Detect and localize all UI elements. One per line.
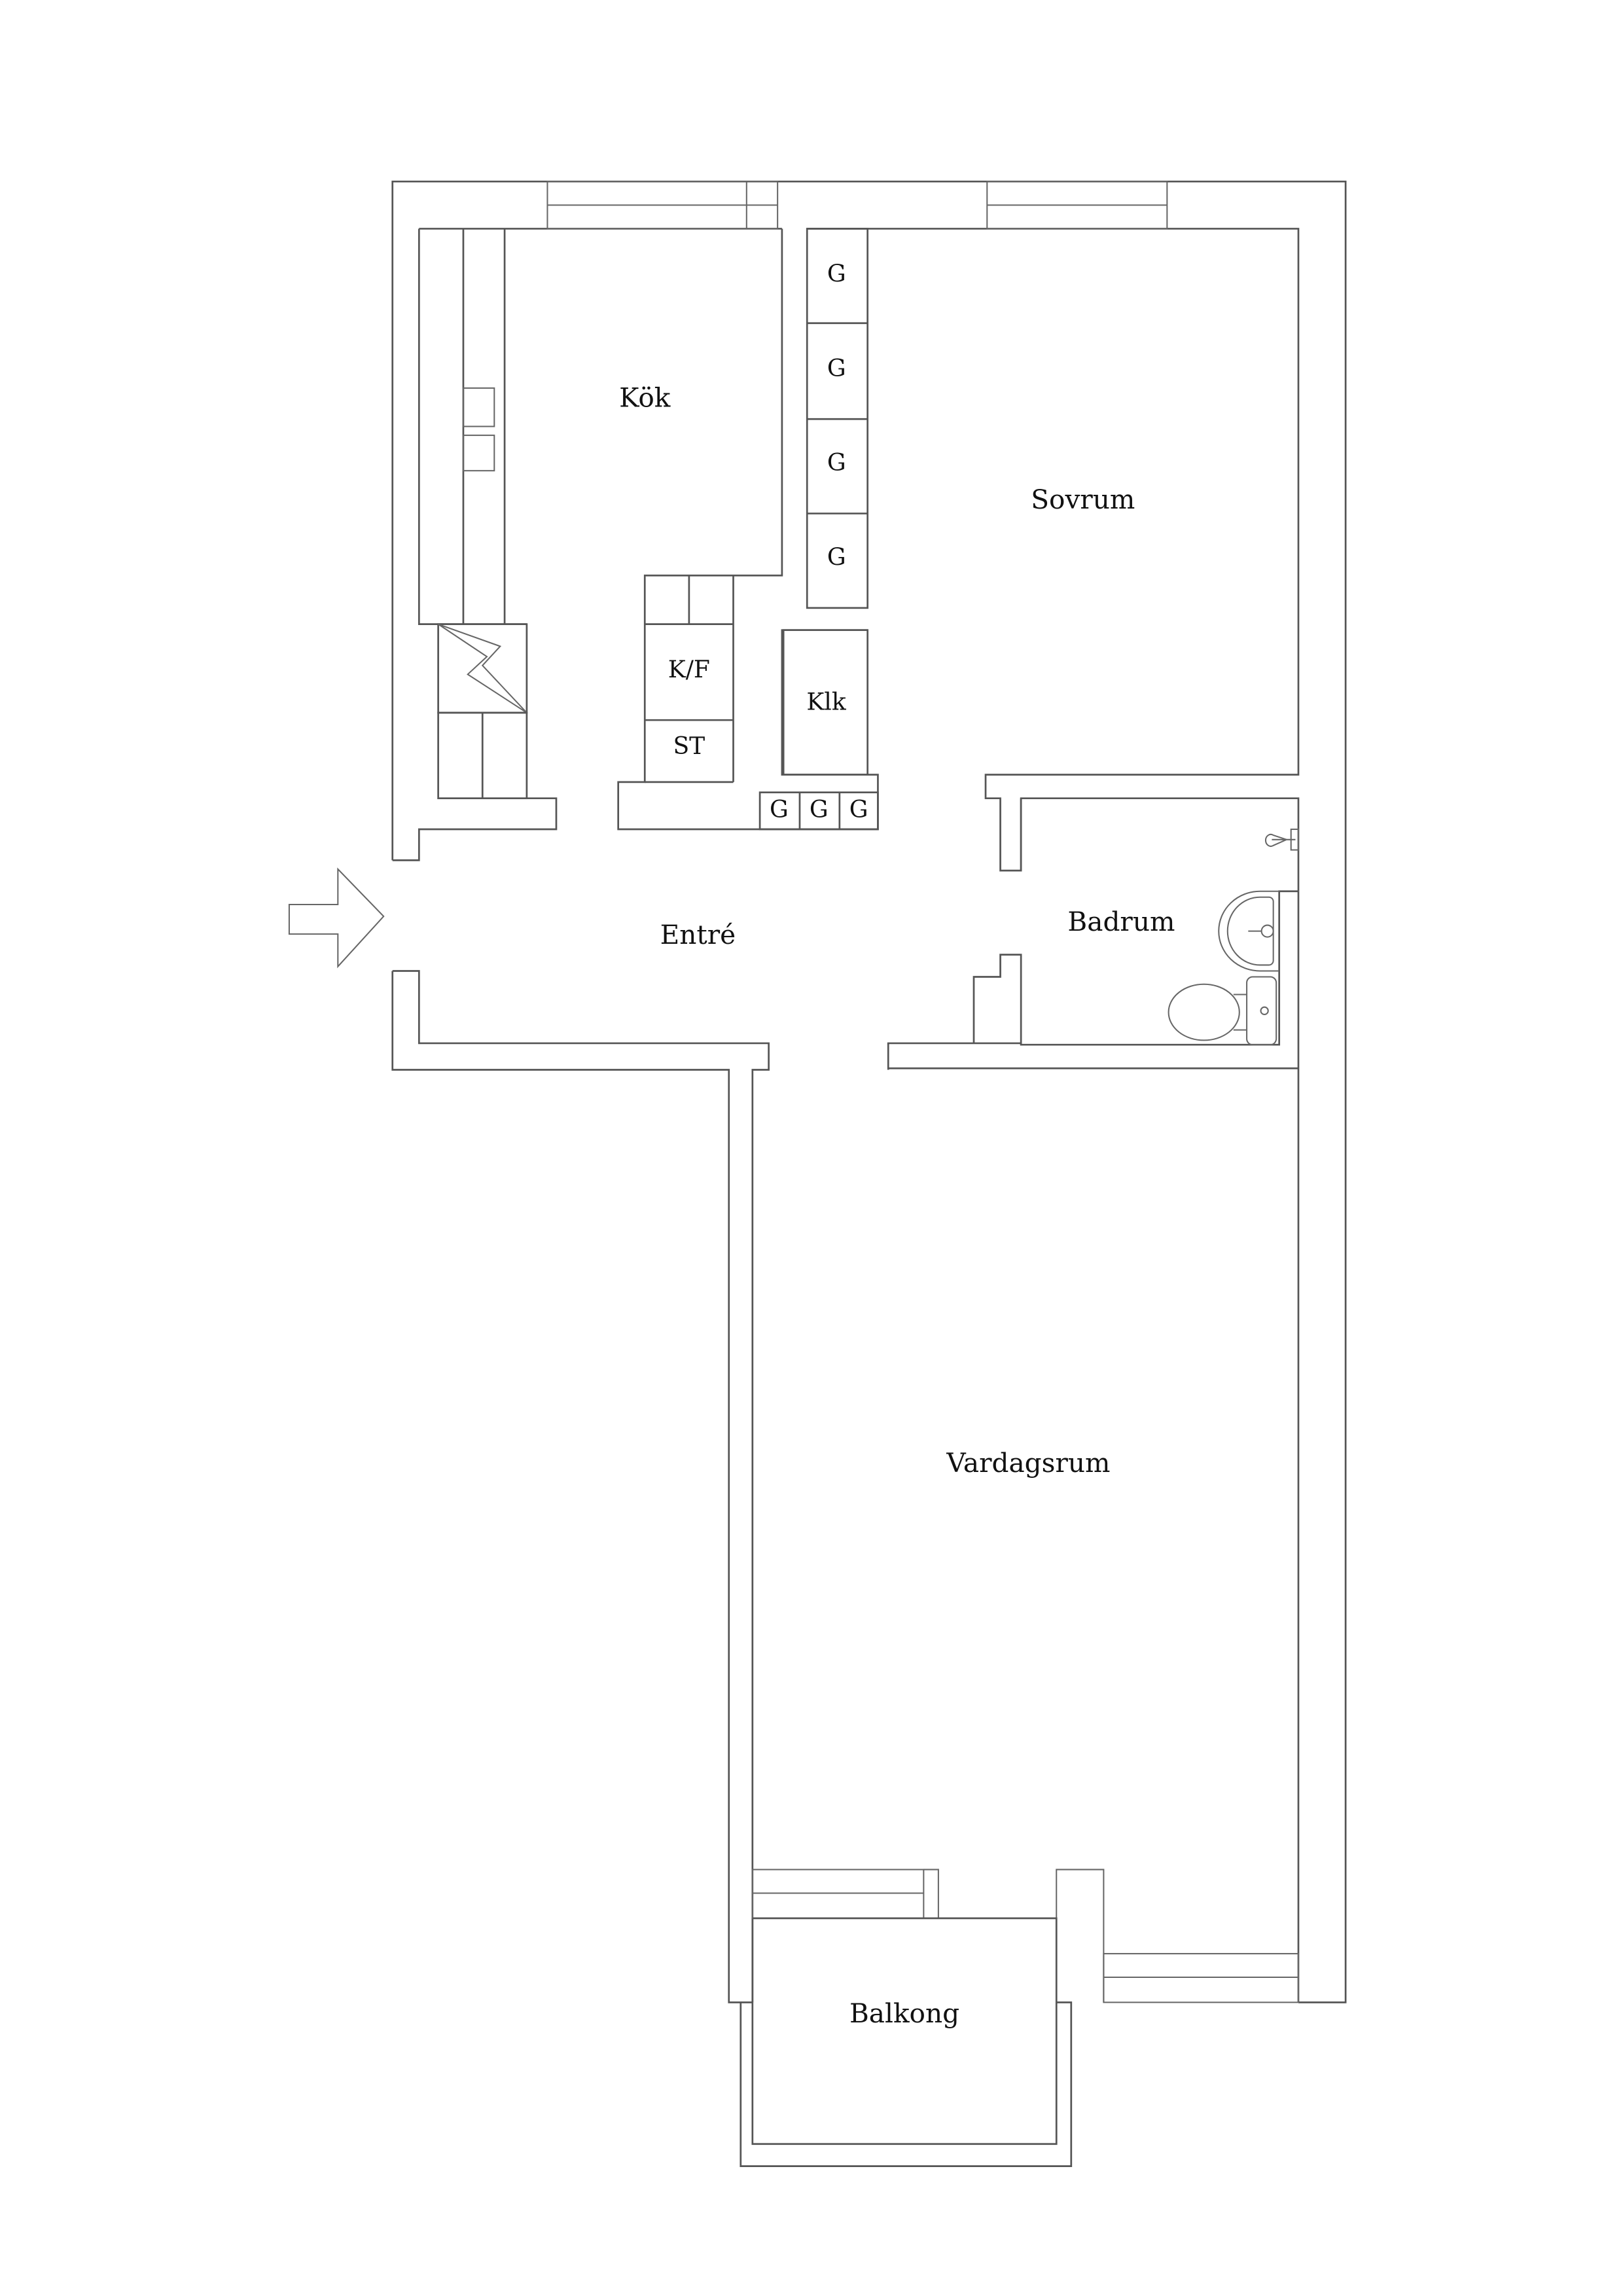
balcony: [740, 1917, 1073, 2167]
entrance-arrow-icon: [288, 867, 385, 969]
toilet-icon: [1168, 976, 1277, 1046]
kitchen-walls: [418, 228, 879, 831]
fridge-freezer-label: K/F: [668, 656, 710, 683]
bathroom-walls: [887, 798, 1022, 1045]
stove-label: ST: [673, 732, 705, 760]
wardrobe-label: G: [810, 796, 829, 823]
wardrobe-label: G: [770, 796, 789, 823]
shower-icon: [1265, 829, 1299, 851]
wardrobe-label: G: [827, 355, 846, 382]
room-label-bedroom: Sovrum: [1031, 484, 1135, 515]
hall-wardrobes: [758, 791, 879, 831]
wardrobe-label: G: [849, 796, 868, 823]
electrical-panel-icon: [437, 623, 528, 800]
bedroom-wardrobes: [806, 228, 869, 609]
room-label-entrance: Entré: [660, 919, 736, 950]
room-label-bathroom: Badrum: [1067, 906, 1175, 937]
room-label-living-room: Vardagsrum: [946, 1447, 1110, 1479]
wardrobe-label: G: [827, 260, 846, 288]
outer-walls: [391, 180, 1347, 2003]
walk-in-closet: [782, 629, 869, 776]
windows: [546, 181, 1299, 2003]
room-label-balcony: Balkong: [849, 1998, 959, 2029]
room-label-kitchen: Kök: [619, 382, 671, 413]
wardrobe-label: G: [827, 449, 846, 476]
wardrobe-label: G: [827, 543, 846, 571]
sink-icon: [1218, 890, 1279, 972]
closet-label: Klk: [806, 688, 846, 715]
